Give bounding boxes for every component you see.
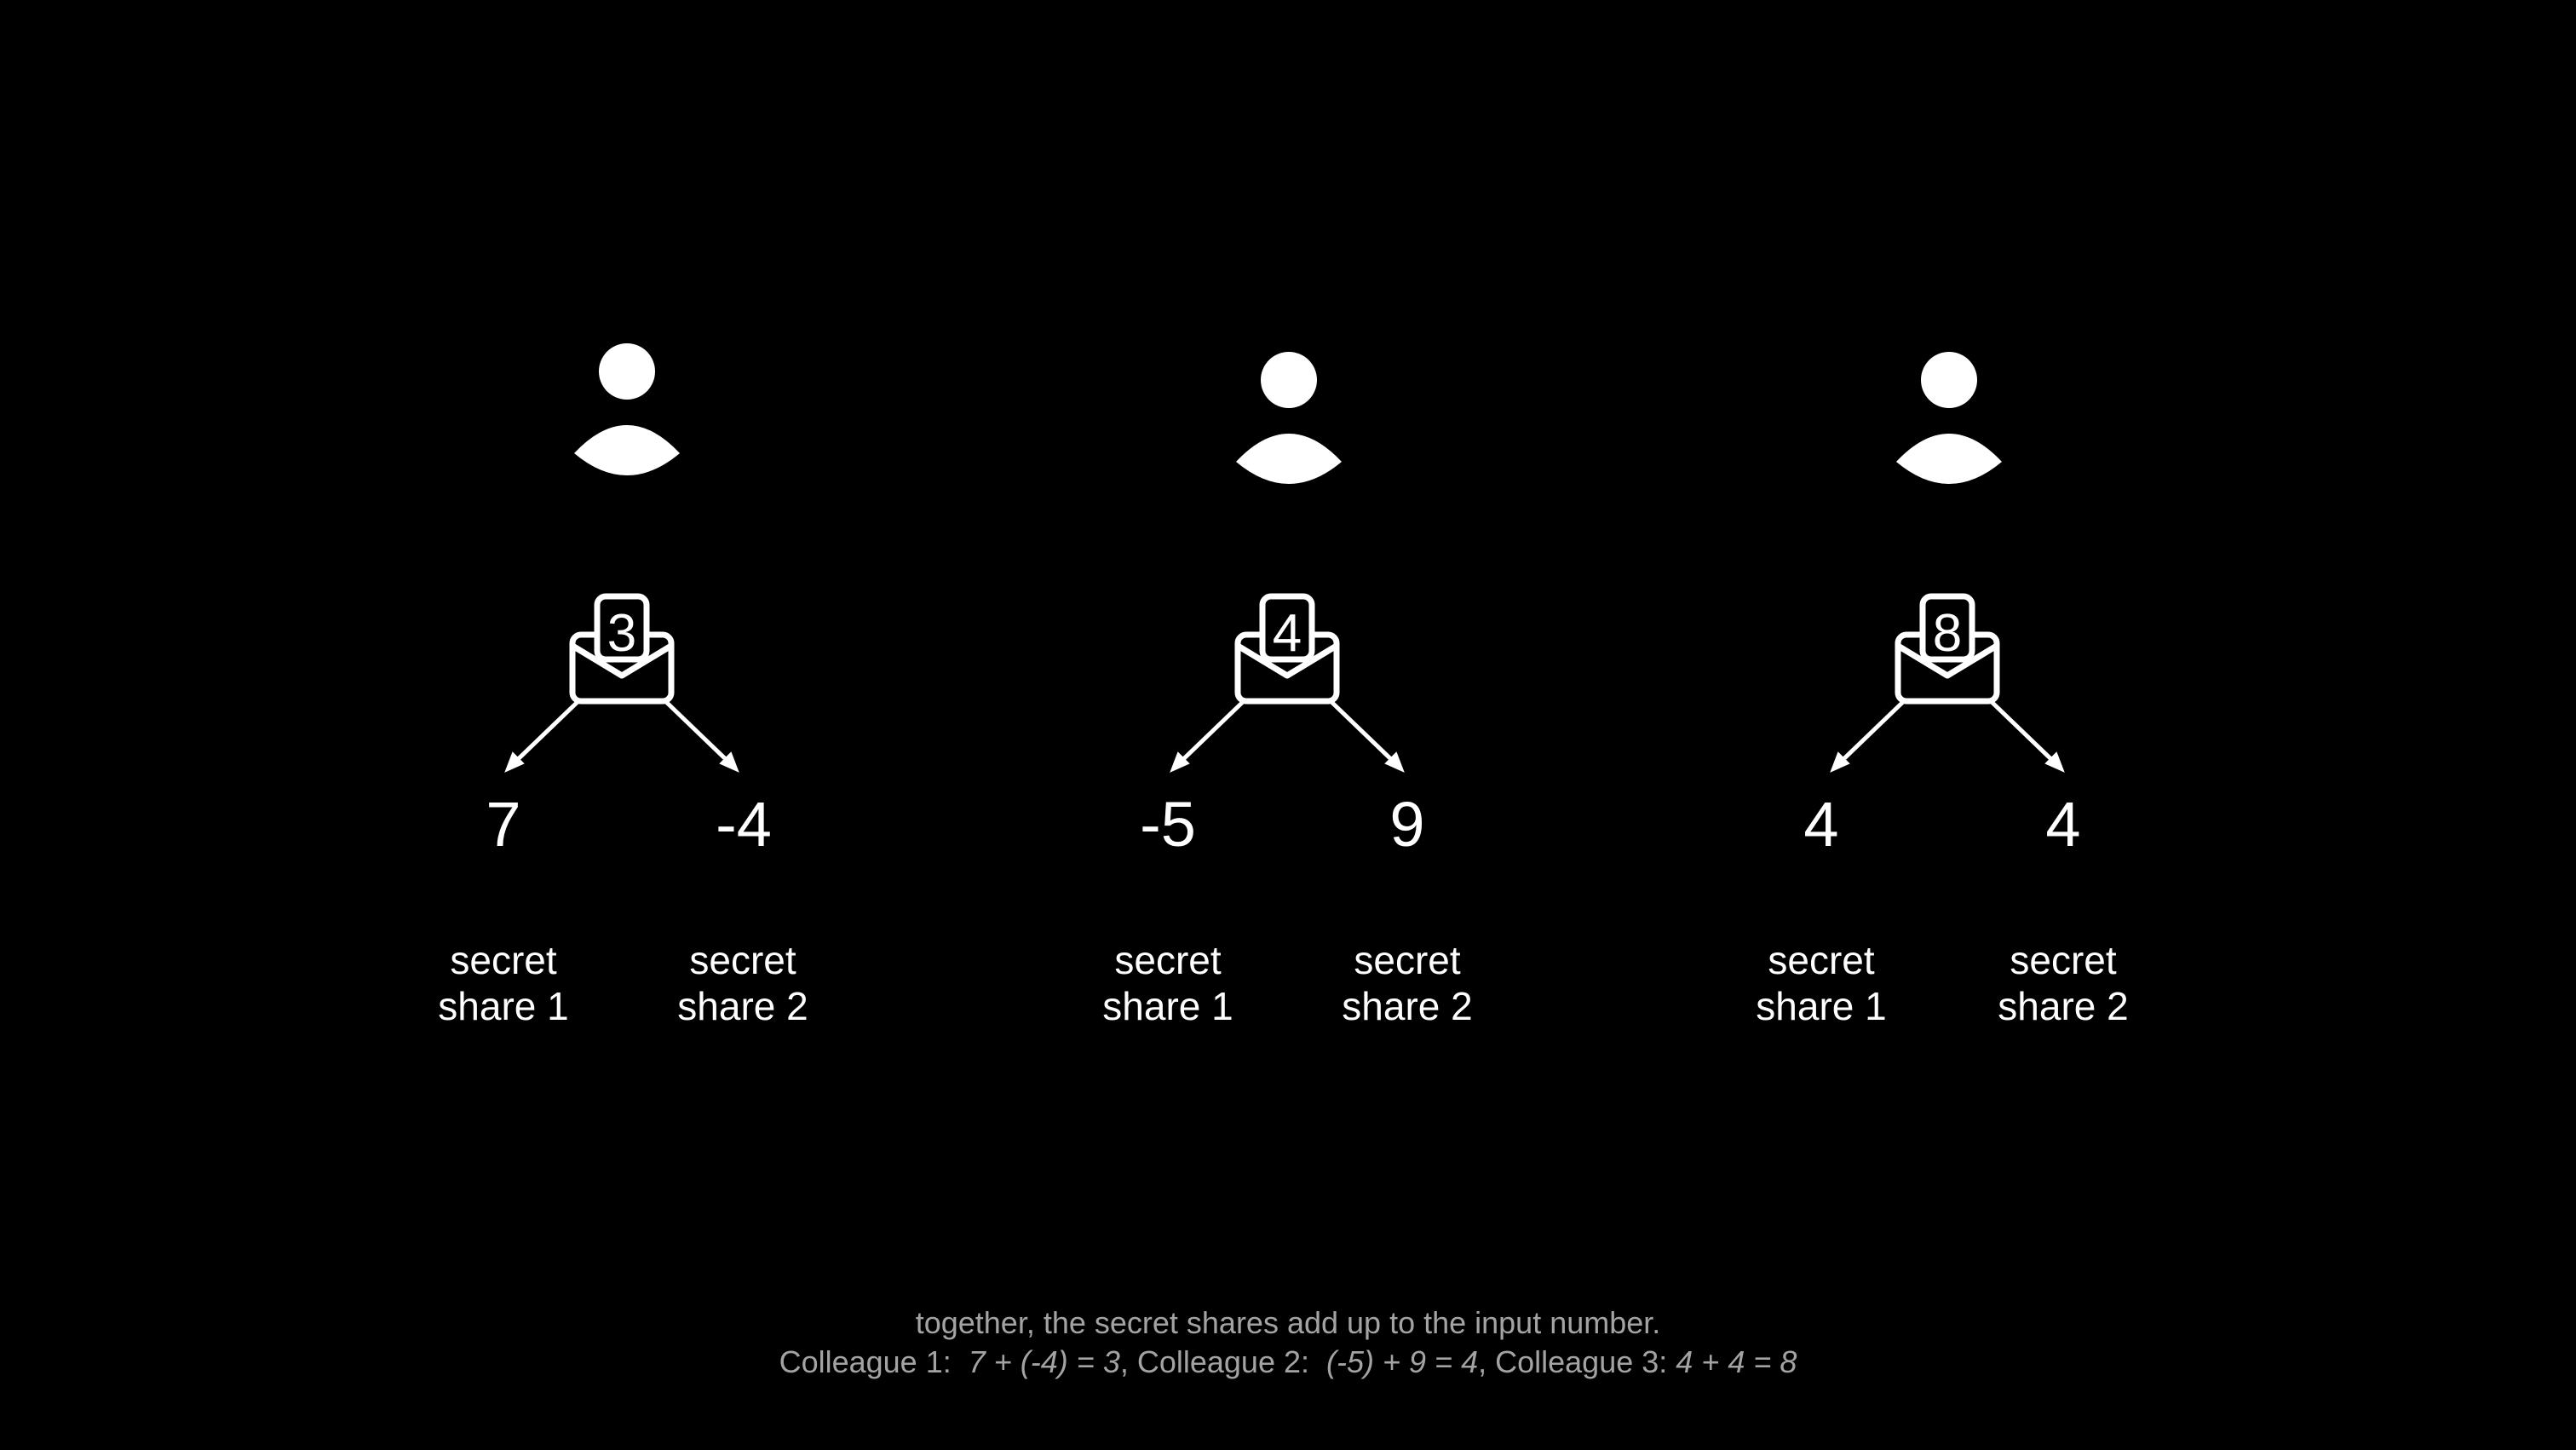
caption-line-2: Colleague 1: 7 + (-4) = 3, Colleague 2: … [0,1343,2576,1382]
colleague-2-group: 4 -5 9 secret share 1 secret share 2 [1033,0,1544,1108]
envelope-icon [1895,593,2000,705]
envelope-number: 4 [1273,604,1302,663]
arrow-icon-right [1328,699,1405,773]
envelope-icon [569,593,675,705]
person-icon [574,343,680,475]
arrow-icon-right [1988,699,2065,773]
share-1-label: secret share 1 [1102,938,1233,1028]
share-1-value: -5 [1140,789,1196,860]
share-2-value: -4 [716,789,772,860]
caption-colleague-1-label: Colleague 1: [779,1344,952,1379]
arrow-icon-left [1830,699,1906,773]
caption-colleague-2-equation: (-5) + 9 = 4 [1326,1344,1479,1379]
share-2-label: secret share 2 [1998,938,2129,1028]
share-2-value: 4 [2045,789,2081,860]
arrow-icon-left [1170,699,1246,773]
share-2-value: 9 [1389,789,1425,860]
colleague-2-figure: 4 [1170,352,1405,773]
colleague-3-figure: 8 [1830,352,2065,773]
share-1-value: 4 [1803,789,1839,860]
caption-colleague-3-equation: 4 + 4 = 8 [1676,1344,1797,1379]
caption-line-1: together, the secret shares add up to th… [915,1305,1661,1340]
person-icon [1896,352,2002,484]
envelope-number: 8 [1933,604,1962,663]
share-1-value: 7 [486,789,521,860]
envelope-number: 3 [607,604,636,663]
caption-colleague-1-equation: 7 + (-4) = 3 [968,1344,1120,1379]
caption-colleague-2-label: , Colleague 2: [1119,1344,1309,1379]
caption: together, the secret shares add up to th… [0,1303,2576,1382]
share-2-label: secret share 2 [677,938,808,1028]
envelope-icon [1234,593,1340,705]
share-1-label: secret share 1 [438,938,569,1028]
colleague-1-figure: 3 [504,343,739,773]
colleague-1-group: 3 7 -4 secret share 1 secret share 2 [371,0,883,1108]
arrow-icon-left [504,699,581,773]
caption-colleague-3-label: , Colleague 3: [1478,1344,1668,1379]
share-1-label: secret share 1 [1756,938,1887,1028]
arrow-icon-right [663,699,739,773]
share-2-label: secret share 2 [1342,938,1473,1028]
person-icon [1236,352,1342,484]
colleague-3-group: 8 4 4 secret share 1 secret share 2 [1695,0,2206,1108]
